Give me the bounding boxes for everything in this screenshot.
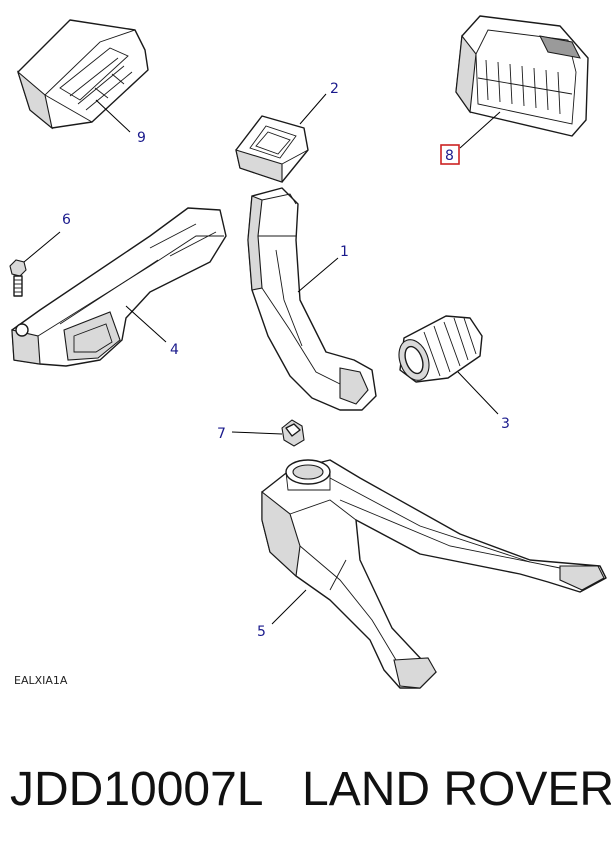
diagram-reference-code: EALXIA1A: [14, 674, 68, 687]
part-4-side-duct: [11, 207, 227, 367]
callout-9: 9: [137, 130, 146, 146]
footer-caption: JDD10007L LAND ROVER: [0, 752, 611, 832]
part-2-seal-grommet: [235, 115, 309, 183]
callout-5: 5: [257, 624, 266, 640]
part-6-bolt: [9, 259, 27, 297]
part-7-clip: [281, 419, 305, 447]
callout-2: 2: [330, 81, 339, 97]
part-5-lower-duct: [261, 459, 607, 689]
brand-name: LAND ROVER: [302, 763, 611, 816]
callout-labels: 1 2 3 4 5 6 7 8 9: [62, 81, 510, 640]
exploded-parts-diagram: 1 2 3 4 5 6 7 8 9: [9, 15, 607, 689]
part-8-grille-vent: [455, 15, 589, 137]
part-9-duct-housing: [16, 19, 149, 130]
part-3-bellows-hose: [398, 315, 483, 383]
callout-8-highlight-box: [440, 144, 460, 165]
callout-7: 7: [217, 426, 226, 442]
callout-3: 3: [501, 416, 510, 432]
part-1-elbow-duct: [247, 187, 377, 411]
leader-lines: [23, 93, 501, 625]
callout-4: 4: [170, 342, 179, 358]
part-number: JDD10007L: [10, 763, 264, 816]
callout-6: 6: [62, 212, 71, 228]
callout-1: 1: [340, 244, 349, 260]
callout-8: 8: [445, 148, 454, 164]
